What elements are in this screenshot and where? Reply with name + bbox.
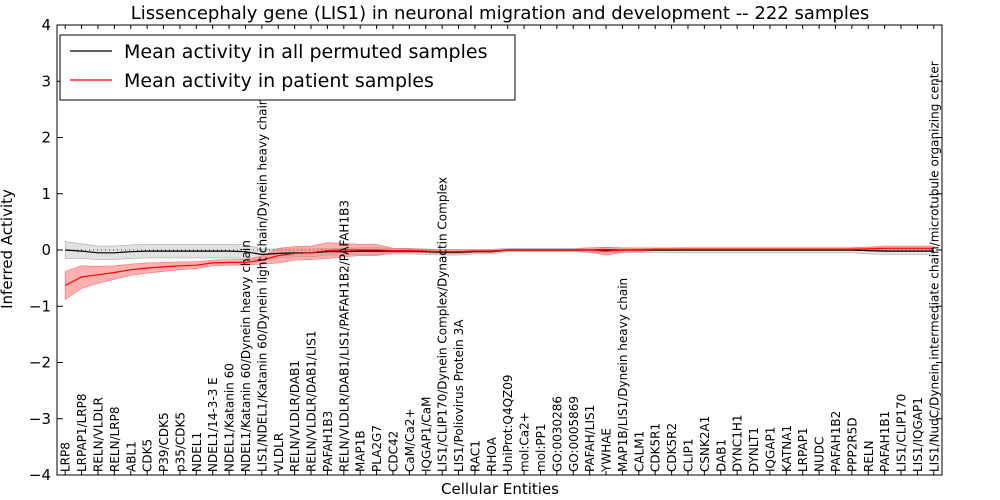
x-tick-label: KATNA1 [780,425,794,472]
x-tick-label: PAFAH1B1 [878,411,892,472]
x-tick-label: GO:0005869 [567,396,581,472]
y-tick-label: 2 [41,129,51,147]
y-tick-label: −1 [29,297,51,315]
x-tick-label: CDK5R2 [665,423,679,472]
x-tick-label: P39/CDK5 [157,412,171,472]
x-tick-label: UniProt:Q4QZ09 [501,374,515,472]
y-tick-label: −2 [29,354,51,372]
x-tick-label: RELN/VLDLR [92,397,106,472]
x-tick-label: RELN/VLDLR/DAB1/LIS1 [305,331,319,472]
legend-label-patient: Mean activity in patient samples [124,70,434,92]
x-tick-label: RHOA [485,436,499,472]
y-tick-label: 0 [41,241,51,259]
x-tick-label: mol:PP1 [534,423,548,472]
plot-area [57,241,942,301]
x-tick-label: CALM1 [632,431,646,472]
x-tick-label: NDEL1/14-3-3 E [206,377,220,472]
x-tick-label: MAP1B [354,430,368,472]
x-tick-label: CaM/Ca2+ [403,408,417,472]
x-tick-label: LIS1/IQGAP1 [911,397,925,472]
x-tick-label: MAP1B/LIS1/Dynein heavy chain [616,278,630,472]
x-tick-label: RAC1 [468,440,482,472]
x-tick-label: RELN [862,440,876,472]
x-tick-label: DYNC1H1 [731,414,745,472]
x-tick-label: CLIP1 [682,439,696,472]
y-tick-label: 4 [41,16,51,34]
x-tick-label: DAB1 [714,439,728,472]
legend-box [59,34,516,101]
x-tick-label: PAFAH1B2 [829,411,843,472]
x-tick-label: LRPAP1/LRP8 [75,393,89,472]
x-tick-label: LRPAP1 [796,427,810,472]
x-tick-label: CSNK2A1 [698,416,712,472]
y-axis: −4 −3 −2 −1 0 1 2 3 4 [29,16,942,484]
x-tick-label: LIS1/CLIP170/Dynein Complex/Dynactin Com… [436,177,450,472]
x-tick-label: NDEL1 [190,432,204,472]
x-tick-label: PAFAH1B3 [321,411,335,472]
legend-label-permuted: Mean activity in all permuted samples [124,41,487,63]
x-tick-label: RELN/VLDLR/DAB1/LIS1/PAFAH1B2/PAFAH1B3 [337,200,351,472]
y-tick-label: 3 [41,72,51,90]
x-tick-label: IQGAP1 [763,427,777,472]
x-tick-label: PLA2G7 [370,425,384,472]
x-tick-label: CDK5 [141,439,155,472]
y-tick-label: −3 [29,410,51,428]
series-1-line [64,247,934,286]
x-tick-label: NDEL1/Katanin 60/Dynein heavy chain [239,240,253,472]
x-tick-label: CDK5R1 [649,423,663,472]
x-tick-label: RELN/VLDLR/DAB1 [288,360,302,472]
x-tick-label: RELN/LRP8 [108,406,122,472]
y-axis-label: Inferred Activity [0,189,16,309]
x-tick-label: LRP8 [59,442,73,472]
x-tick-label: DYNLT1 [747,427,761,472]
x-tick-label: LIS1/CLIP170 [895,394,909,472]
x-tick-label: ABL1 [124,441,138,472]
x-axis-label: Cellular Entities [441,480,559,498]
x-tick-label: PAFAH/LIS1 [583,405,597,472]
x-tick-label: LIS1/NudC/Dynein intermediate chain/micr… [927,61,941,472]
x-tick-label: VLDLR [272,433,286,472]
x-tick-label: CDC42 [387,431,401,472]
x-tick-label: p35/CDK5 [173,412,187,472]
x-tick-label: mol:Ca2+ [518,412,532,472]
x-tick-label: NUDC [813,437,827,472]
x-tick-label: LIS1/NDEL1/Katanin 60/Dynein light chain… [255,98,269,472]
x-tick-label: YWHAE [600,428,614,473]
x-tick-label: NDEL1/Katanin 60 [223,363,237,472]
chart-title: Lissencephaly gene (LIS1) in neuronal mi… [131,3,870,24]
x-tick-label: GO:0030286 [550,396,564,472]
legend: Mean activity in all permuted samples Me… [59,34,516,101]
x-tick-label: LIS1/Poliovirus Protein 3A [452,319,466,472]
y-tick-label: −4 [29,466,51,484]
y-tick-label: 1 [41,185,51,203]
x-tick-label: IQGAP1/CaM [419,397,433,473]
x-tick-label: PPP2R5D [845,417,859,472]
